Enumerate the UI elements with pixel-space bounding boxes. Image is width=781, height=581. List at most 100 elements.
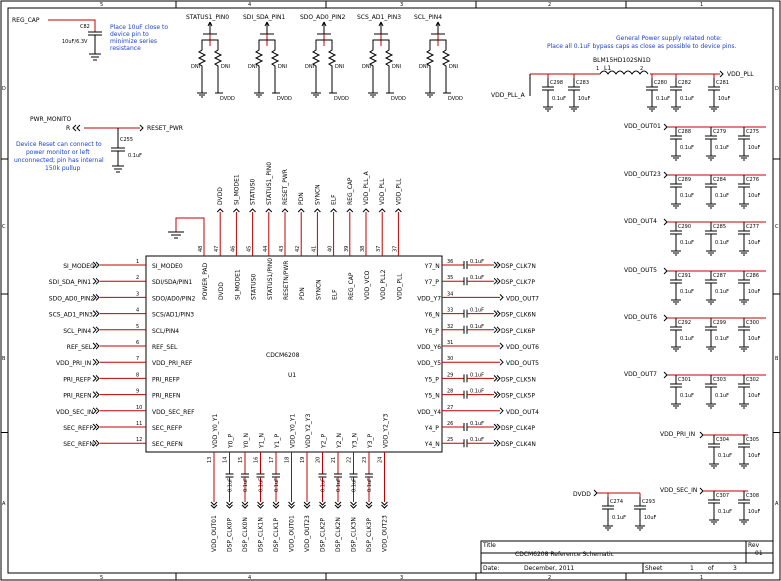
pin-number: 3	[136, 291, 139, 297]
pin-name: Y3_N	[352, 433, 359, 449]
pin-net: DSP_CLK4N	[501, 441, 536, 448]
ic-left-pins: 1SI_MODE0SI_MODE02SDI/SDA/PIN1SDI_SDA_PI…	[49, 259, 196, 448]
supply-decoupling: VDD_OUT01C2880.1uFC2790.1uFC27510uFVDD_O…	[624, 123, 766, 409]
ground-symbol	[671, 199, 681, 209]
pin-number: 41	[311, 246, 317, 252]
pin-number: 25	[447, 437, 453, 443]
dvdd-net-label: DVDD	[573, 491, 591, 498]
cap-value: 0.1uF	[680, 240, 694, 246]
pin-net: DSP_CLK6N	[501, 312, 536, 319]
pin-name: PRI_REFP	[152, 376, 180, 383]
pin-number: 13	[207, 457, 213, 463]
pin-number: 35	[447, 275, 453, 281]
pin-name: VDD_Y7	[417, 295, 441, 302]
pin-name: SCS/AD1/PIN3	[152, 312, 194, 319]
pin-net: DSP_CLK3P	[366, 518, 373, 552]
dni-label: DNI	[305, 64, 314, 70]
ground-symbol	[706, 151, 716, 161]
pin-name: PDN	[299, 287, 306, 300]
pin-net: SEC_REFN	[63, 441, 94, 448]
pin-number: 11	[136, 421, 142, 427]
cap-value: 10uF	[748, 336, 761, 342]
pin-name: VDD_Y6	[417, 344, 441, 351]
pin-name: Y1_P	[274, 434, 281, 449]
cap-value: 0.1uF	[470, 389, 484, 395]
pin-name: Y4_N	[424, 441, 440, 448]
title-text: CDCM6208 Reference Schematic	[515, 551, 614, 558]
pin-net: DSP_CLK3N	[351, 517, 358, 552]
supply-net-label: VDD_OUT01	[624, 123, 661, 130]
cap-value: 0.1uF	[718, 509, 732, 515]
cap-value: 10uF	[718, 96, 731, 102]
pin-net: VDD_PRI_IN	[56, 360, 91, 367]
ground-symbol	[671, 246, 681, 256]
cap-ref: C280	[654, 80, 667, 86]
cap-ref: C292	[678, 320, 691, 326]
pin-name: Y1_N	[259, 433, 266, 449]
pin-number: 38	[360, 246, 366, 252]
pin-number: 32	[447, 324, 453, 330]
pin-name: Y4_P	[424, 425, 439, 432]
pin-net: VDD_PLL_A	[363, 170, 370, 205]
supply-net-label: VDD_OUT6	[624, 314, 657, 321]
dvdd-label: DVDD	[391, 96, 406, 102]
ground-symbol	[706, 295, 716, 305]
cap-value: 0.1uF	[612, 515, 626, 521]
ground-symbol	[368, 88, 378, 98]
cap-value: 0.1uF	[243, 478, 249, 492]
pin-net: VDD_OUT5	[506, 360, 539, 367]
vdd-pll-a-label: VDD_PLL_A	[491, 92, 526, 99]
pin-net: DSP_CLK6P	[501, 328, 535, 335]
zone-column-top: 4	[248, 2, 251, 8]
pin-name: SI_MODE1	[234, 269, 241, 300]
reg-cap-label: REG_CAP	[12, 17, 40, 24]
reset-section: PWR_MONITO R RESET_PWR C255 0.1uF Device…	[14, 116, 183, 173]
pin-number: 31	[447, 340, 453, 346]
pin-name: SYNCN	[315, 279, 322, 300]
pin-net: DSP_CLK1P	[273, 518, 280, 552]
dvdd-label: DVDD	[334, 96, 349, 102]
pin-name: SCL/PIN4	[152, 328, 179, 335]
ground-symbol	[569, 102, 579, 112]
ground-symbol	[671, 342, 681, 352]
pin-name: VDD_PLL	[396, 273, 403, 300]
ferrite-pin1: 1	[596, 66, 599, 72]
reg-cap-section: REG_CAP C82 10uF/6.3V Place 10uF close t…	[12, 17, 168, 61]
pin-net: SDO_AD0_PIN2	[49, 295, 95, 302]
pin-net: STATUS0	[250, 178, 257, 205]
ferrite-pin2: 2	[640, 66, 643, 72]
pin-name: VDD_Y0_Y1	[212, 414, 219, 448]
cap-note-line-1: Place 10uF close to	[110, 24, 168, 31]
cap-ref: C301	[678, 377, 691, 383]
reset-note-line-4: 150k pullup	[45, 165, 81, 172]
cap-value: 0.1uF	[470, 324, 484, 330]
ground-symbol	[709, 102, 719, 112]
cap-ref: C277	[746, 224, 759, 230]
reset-note-line-1: Device Reset can connect to	[16, 141, 102, 148]
pin-number: 10	[136, 405, 142, 411]
cap-ref: C274	[610, 499, 623, 505]
